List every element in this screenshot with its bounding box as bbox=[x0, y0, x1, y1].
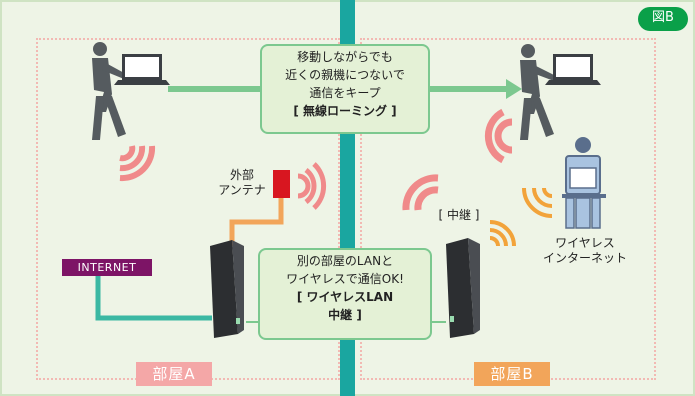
roaming-line-2: 近くの親機につないで bbox=[285, 68, 405, 82]
roaming-line-1: 移動しながらでも bbox=[297, 50, 393, 64]
relay-label: [ 中継 ] bbox=[438, 208, 480, 222]
antenna-label-line-2: アンテナ bbox=[218, 183, 266, 197]
laptop-right-icon bbox=[545, 54, 601, 85]
relay-waves-pink bbox=[402, 174, 439, 211]
wireless-internet-label: ワイヤレス インターネット bbox=[540, 236, 630, 266]
antenna-label-line-1: 外部 bbox=[229, 168, 254, 182]
antenna-waves bbox=[297, 162, 327, 210]
laptop-left-icon bbox=[114, 54, 170, 85]
internet-label: INTERNET bbox=[62, 259, 152, 276]
relay-line-2: ワイヤレスで通信OK! bbox=[286, 272, 404, 286]
relay-line-3: [ ワイヤレスLAN bbox=[296, 290, 394, 304]
relay-line-1: 別の部屋のLANと bbox=[296, 254, 394, 268]
relay-callout: 別の部屋のLANと ワイヤレスで通信OK! [ ワイヤレスLAN 中継 ] bbox=[258, 248, 432, 340]
walking-person-right-icon bbox=[520, 44, 556, 140]
relay-waves-orange bbox=[489, 220, 516, 247]
main-router-icon bbox=[210, 240, 244, 338]
wireless-internet-line-2: インターネット bbox=[542, 251, 627, 265]
relay-line-4: 中継 ] bbox=[328, 308, 362, 322]
relay-router-icon bbox=[446, 238, 480, 338]
room-b-label: 部屋B bbox=[474, 362, 550, 386]
roaming-line-4: [ 無線ローミング ] bbox=[293, 104, 397, 118]
antenna-label: 外部 アンテナ bbox=[214, 168, 270, 198]
seated-user-icon bbox=[562, 137, 606, 229]
antenna-cable bbox=[229, 198, 284, 246]
roaming-line-3: 通信をキープ bbox=[309, 86, 381, 100]
internet-cable bbox=[95, 274, 212, 321]
walking-person-left-icon bbox=[92, 42, 126, 140]
external-antenna-icon bbox=[273, 170, 290, 198]
seated-user-waves bbox=[522, 187, 553, 218]
wifi-waves-right-person bbox=[484, 108, 513, 164]
wifi-waves-left-person bbox=[119, 145, 156, 182]
figure-badge: 図B bbox=[638, 7, 688, 31]
roaming-callout: 移動しながらでも 近くの親機につないで 通信をキープ [ 無線ローミング ] bbox=[260, 44, 430, 134]
wireless-internet-line-1: ワイヤレス bbox=[555, 236, 615, 250]
room-a-label: 部屋A bbox=[136, 362, 212, 386]
